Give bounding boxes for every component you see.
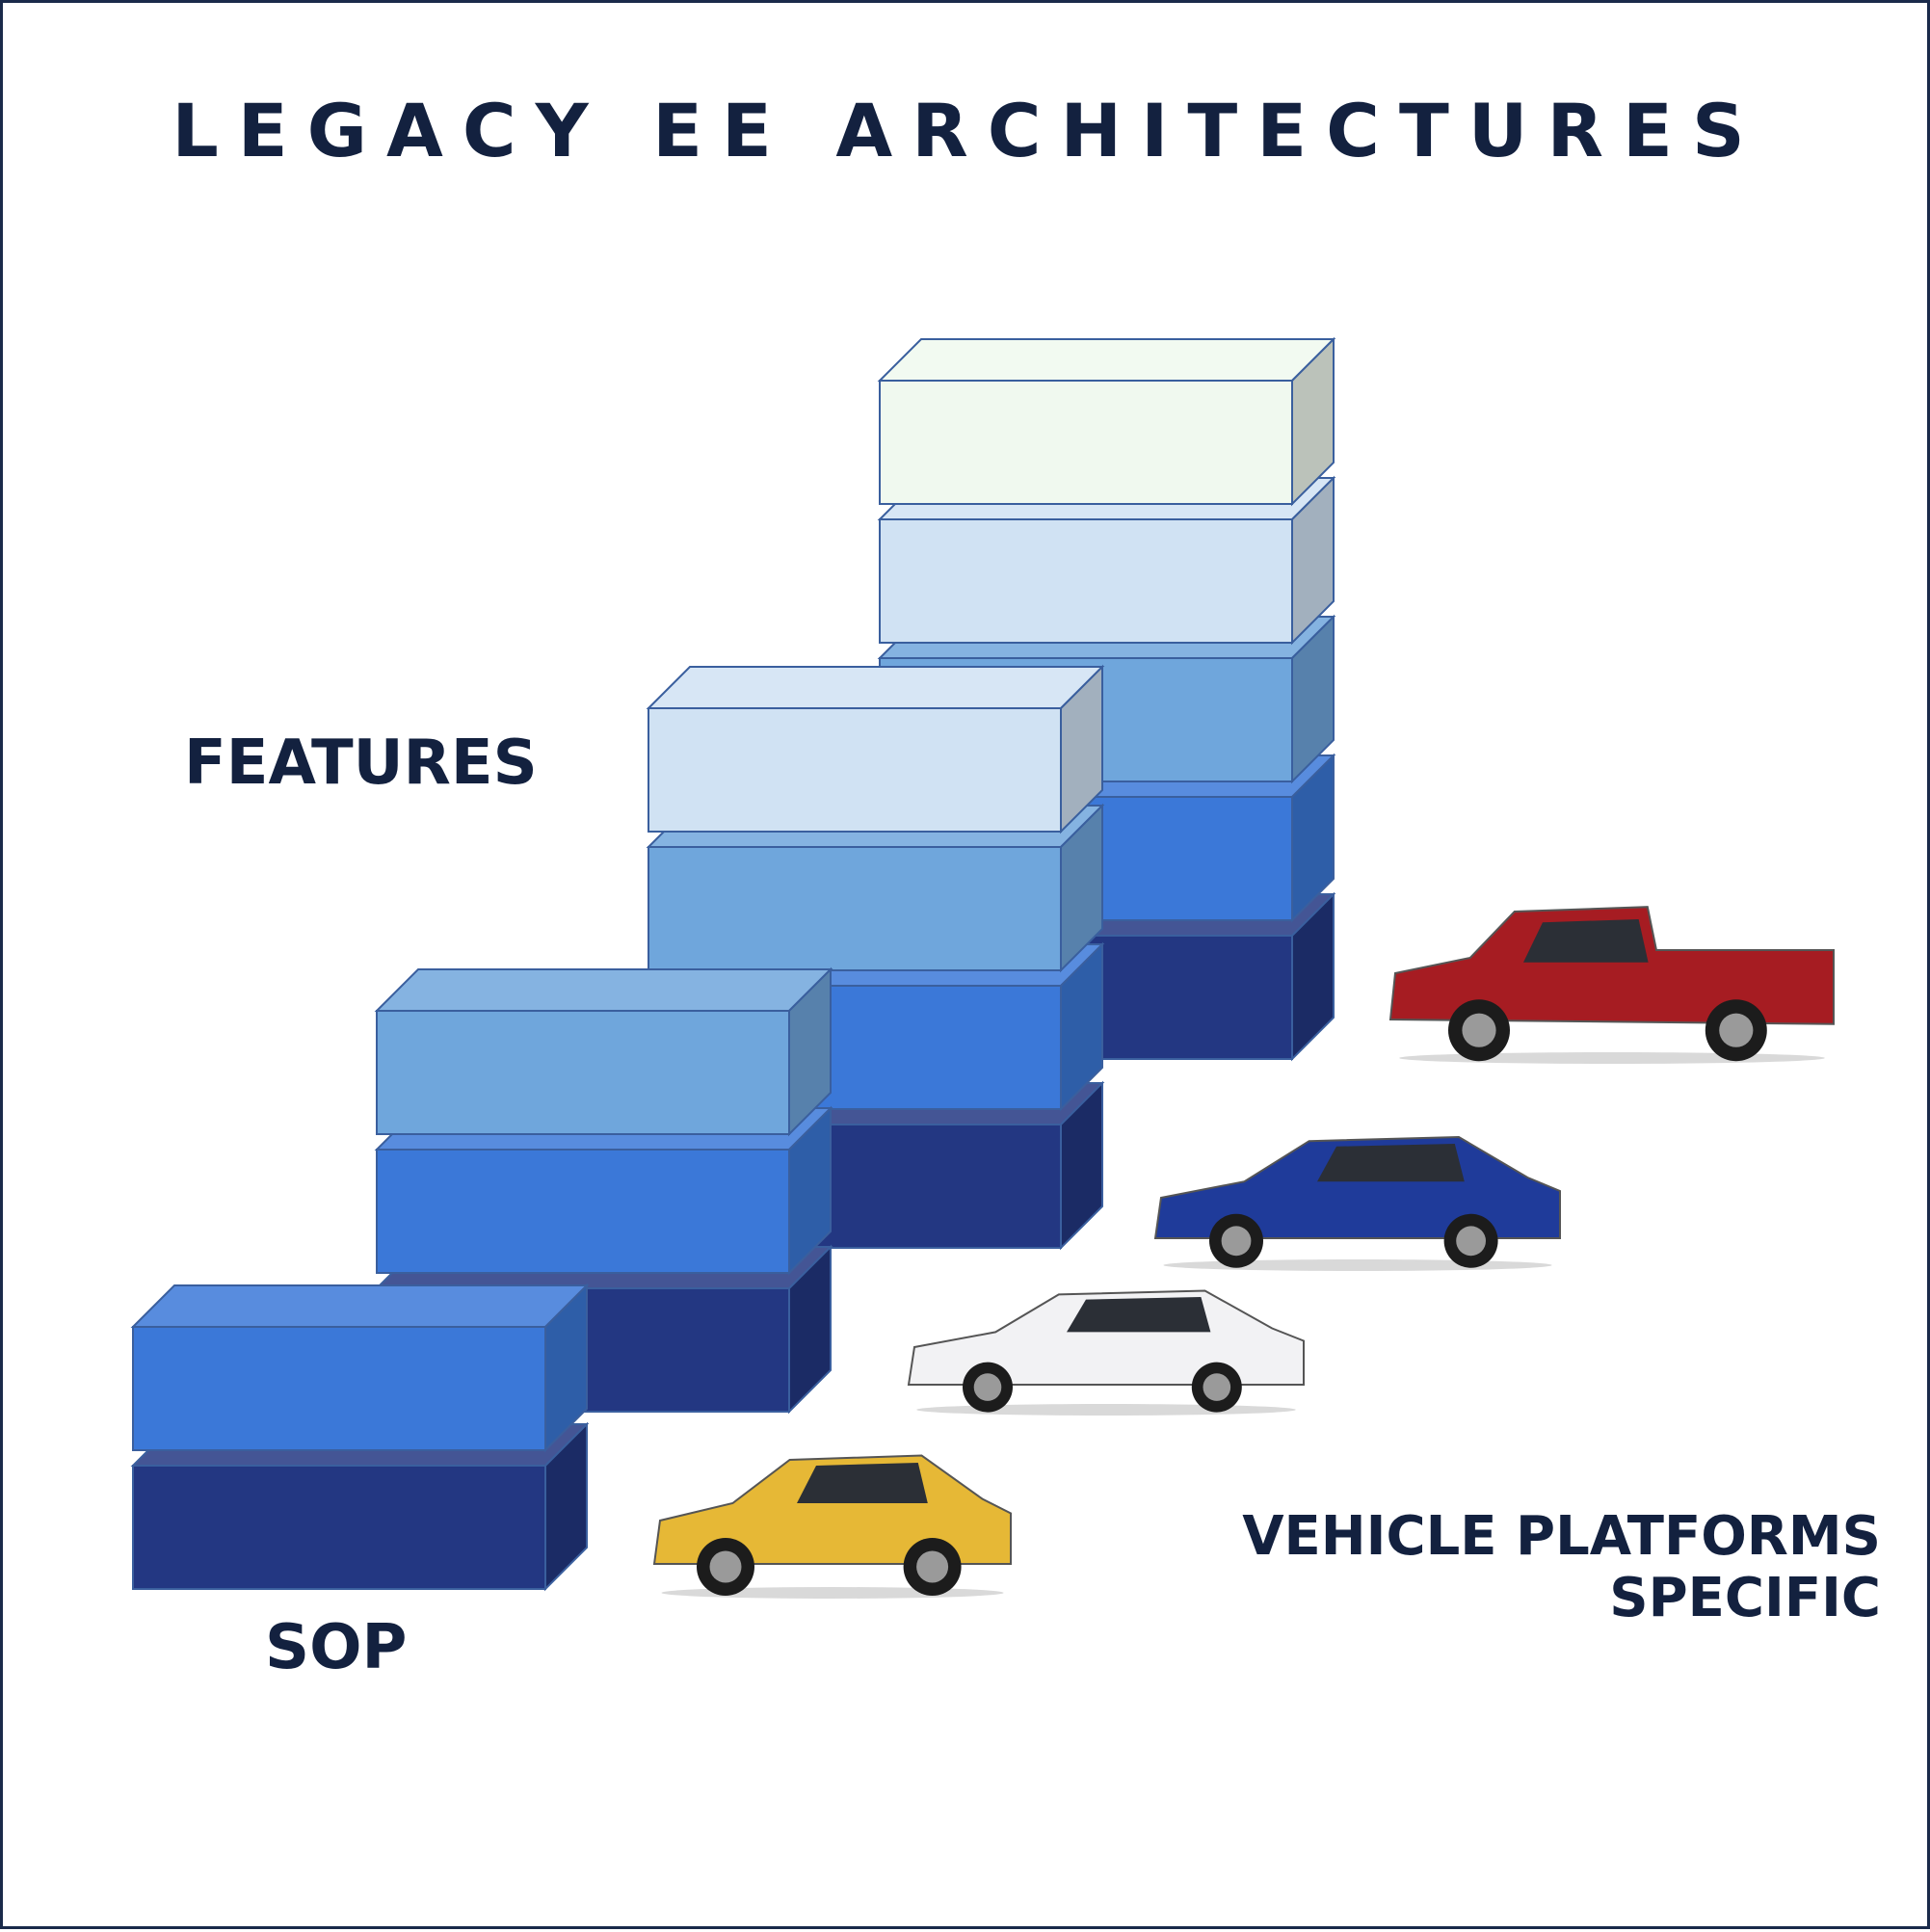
- vehicle-rim: [916, 1550, 949, 1583]
- block-top-face: [646, 666, 1105, 709]
- feature-stack-diagram: [130, 336, 1835, 1599]
- vehicle-body: [1388, 906, 1835, 1025]
- features-label: FEATURES: [184, 728, 538, 799]
- blue-suv-car-icon: [1153, 1135, 1561, 1271]
- block-front-face: [376, 1149, 790, 1274]
- vehicle-rim: [973, 1373, 1002, 1401]
- vehicle-shadow: [916, 1404, 1296, 1416]
- block-front-face: [376, 1010, 790, 1135]
- block-front-face: [648, 707, 1062, 833]
- feature-blocks: [130, 336, 1336, 1592]
- sop-label: SOP: [265, 1612, 408, 1683]
- vehicle-rim: [709, 1550, 742, 1583]
- vehicle-platforms-label: VEHICLE PLATFORMS SPECIFIC: [1242, 1506, 1881, 1629]
- block-top-face: [130, 1284, 590, 1328]
- block-top-face: [374, 968, 833, 1012]
- feature-block-col4-level5: [877, 336, 1336, 507]
- feature-block-col3-level4: [646, 664, 1105, 834]
- vehicle-rim: [1456, 1226, 1486, 1257]
- block-top-face: [877, 338, 1336, 382]
- vehicle-window: [1067, 1297, 1211, 1333]
- feature-block-col2-level3: [374, 966, 833, 1137]
- yellow-hatchback-car-icon: [652, 1454, 1012, 1599]
- red-pickup-truck-icon: [1388, 906, 1835, 1064]
- page-title: LEGACY EE ARCHITECTURES: [172, 88, 1764, 173]
- vehicle-window: [1317, 1144, 1465, 1182]
- vehicle-platforms-line2: SPECIFIC: [1609, 1567, 1881, 1629]
- block-front-face: [879, 380, 1293, 505]
- vehicle-images: [652, 906, 1835, 1599]
- vehicle-window: [1523, 919, 1649, 963]
- block-front-face: [648, 846, 1062, 971]
- vehicle-platforms-line1: VEHICLE PLATFORMS: [1242, 1505, 1881, 1568]
- block-front-face: [132, 1326, 546, 1451]
- vehicle-rim: [1203, 1373, 1231, 1401]
- block-front-face: [132, 1465, 546, 1590]
- block-front-face: [879, 518, 1293, 644]
- vehicle-window: [797, 1463, 928, 1503]
- vehicle-rim: [1719, 1013, 1754, 1047]
- vehicle-rim: [1221, 1226, 1252, 1257]
- vehicle-rim: [1462, 1013, 1496, 1047]
- feature-block-col1-level2: [130, 1283, 590, 1453]
- white-sedan-car-icon: [907, 1289, 1305, 1416]
